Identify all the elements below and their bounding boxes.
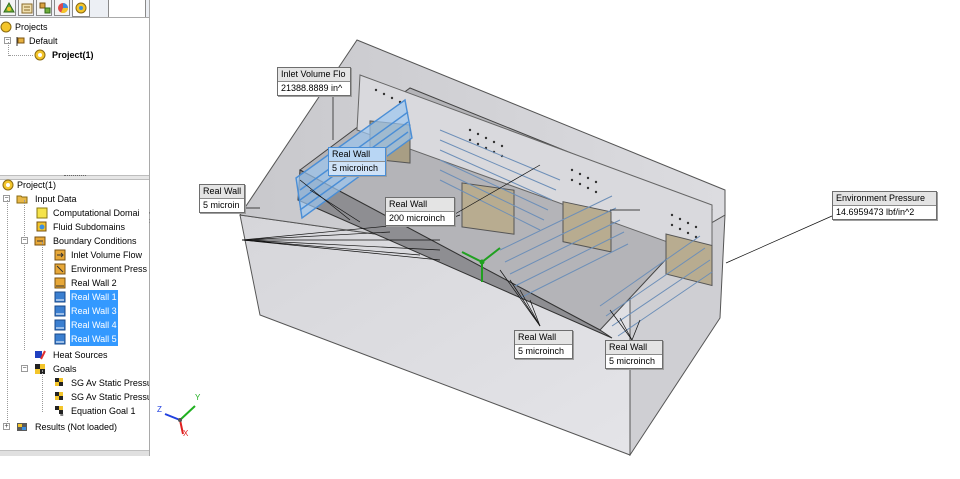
tree-guide — [42, 370, 43, 412]
model-view — [239, 39, 833, 456]
tube-bundles — [439, 129, 713, 337]
horizontal-scrollbar[interactable] — [0, 450, 149, 456]
tree-label: Goals — [53, 364, 77, 374]
real-wall-icon — [54, 319, 66, 331]
svg-text:=: = — [60, 413, 64, 417]
callout-real-wall-200[interactable]: Real Wall 200 microinch — [385, 197, 455, 226]
real-wall-icon — [54, 277, 66, 289]
tree-label: Fluid Subdomains — [53, 222, 126, 232]
tree-label: Environment Press — [71, 264, 148, 274]
perforated-plate — [665, 233, 713, 287]
axis-label-z: Z — [157, 405, 162, 414]
tree-label: Equation Goal 1 — [71, 406, 136, 416]
graphics-viewport[interactable]: Y Z X — [150, 0, 960, 456]
configuration-icon — [14, 35, 26, 47]
feature-manager-tab-icon[interactable] — [0, 0, 16, 16]
tree-label: SG Av Static Pressu — [71, 378, 150, 388]
flow-simulation-tab-icon[interactable] — [72, 0, 90, 17]
flow-simulation-panel: Projects − Default Project(1) Project(1) — [0, 0, 150, 456]
collapse-toggle-icon[interactable]: − — [21, 365, 28, 372]
collapse-toggle-icon[interactable]: − — [4, 37, 11, 44]
callout-value: 5 microinch — [329, 162, 385, 175]
plate-holes — [374, 88, 698, 239]
empty-tab — [108, 0, 146, 17]
callout-title: Real Wall — [606, 341, 662, 355]
heat-source-icon — [34, 349, 46, 361]
projects-icon — [0, 21, 12, 33]
goal-flag-icon — [54, 377, 66, 389]
tree-label: Project(1) — [52, 50, 94, 60]
tree-guide — [7, 200, 8, 424]
tree-label: Real Wall 3 — [70, 304, 118, 318]
equation-goal-icon: = — [54, 405, 66, 419]
callout-title: Inlet Volume Flo — [278, 68, 350, 82]
orientation-triad: Y Z X — [155, 392, 205, 440]
tree-label: Heat Sources — [53, 350, 108, 360]
real-wall-icon — [54, 305, 66, 317]
callout-value: 21388.8889 in^ — [281, 83, 343, 93]
configuration-manager-tab-icon[interactable] — [36, 0, 52, 16]
tree-label: Real Wall 1 — [70, 290, 118, 304]
tree-label: Project(1) — [17, 180, 57, 190]
tree-label: Real Wall 4 — [70, 318, 118, 332]
perforated-plate — [461, 182, 515, 235]
tree-label: Inlet Volume Flow — [71, 250, 143, 260]
tree-label: Boundary Conditions — [53, 236, 137, 246]
real-wall-icon — [54, 291, 66, 303]
callout-title: Real Wall — [200, 185, 244, 199]
callout-title: Real Wall — [515, 331, 572, 345]
callout-real-wall-bottom[interactable]: Real Wall 5 microinch — [514, 330, 573, 359]
goal-flag-icon — [54, 391, 66, 403]
tree-label: Projects — [15, 22, 48, 32]
domain-icon — [36, 207, 48, 219]
tree-label: Real Wall 5 — [70, 332, 118, 346]
tree-guide — [8, 42, 9, 56]
results-icon — [16, 421, 28, 433]
fluid-subdomain-icon — [36, 221, 48, 233]
center-triad — [461, 247, 501, 282]
callout-inlet-volume-flow[interactable]: Inlet Volume Flo 21388.8889 in^ — [277, 67, 351, 96]
panel-splitter[interactable] — [0, 175, 149, 180]
tree-label: Results (Not loaded) — [35, 422, 118, 432]
collapse-toggle-icon[interactable]: − — [3, 195, 10, 202]
project-icon — [2, 179, 14, 191]
callout-real-wall-selected[interactable]: Real Wall 5 microinch — [328, 147, 386, 176]
callout-real-wall-left[interactable]: Real Wall 5 microin — [199, 184, 245, 213]
callout-real-wall-bottom-right[interactable]: Real Wall 5 microinch — [605, 340, 663, 369]
inlet-flow-icon — [54, 249, 66, 261]
callout-environment-pressure[interactable]: Environment Pressure 14.6959473 lbf/in^2 — [832, 191, 937, 220]
project-icon — [34, 49, 46, 61]
goals-icon — [34, 363, 46, 375]
footer-blank-area — [0, 456, 960, 479]
tree-guide — [42, 242, 43, 340]
callout-value: 5 microin — [203, 200, 240, 210]
tree-label: Input Data — [35, 194, 77, 204]
splitter-grip[interactable] — [64, 175, 86, 179]
boundary-conditions-icon — [34, 235, 46, 247]
callout-value: 14.6959473 lbf/in^2 — [836, 207, 915, 217]
callout-value: 5 microinch — [518, 346, 565, 356]
tree-label: SG Av Static Pressu — [71, 392, 150, 402]
callout-value: 200 microinch — [389, 213, 446, 223]
leader-lines — [240, 95, 833, 341]
tree-label: Computational Domai — [53, 208, 140, 218]
real-wall-icon — [54, 333, 66, 345]
property-manager-tab-icon[interactable] — [18, 0, 34, 16]
callout-title: Real Wall — [329, 148, 385, 162]
tree-guide — [9, 55, 33, 56]
tree-label: Default — [29, 36, 58, 46]
folder-icon — [16, 193, 28, 205]
display-manager-tab-icon[interactable] — [54, 0, 70, 16]
axis-label-x: X — [183, 429, 189, 438]
callout-value: 5 microinch — [609, 356, 656, 366]
tree-label: Real Wall 2 — [71, 278, 117, 288]
callout-title: Environment Pressure — [833, 192, 936, 206]
expand-toggle-icon[interactable]: + — [3, 423, 10, 430]
axis-label-y: Y — [195, 393, 201, 402]
manager-tabs — [0, 0, 149, 18]
collapse-toggle-icon[interactable]: − — [21, 237, 28, 244]
callout-title: Real Wall — [386, 198, 454, 212]
pressure-icon — [54, 263, 66, 275]
tree-guide — [24, 200, 25, 350]
